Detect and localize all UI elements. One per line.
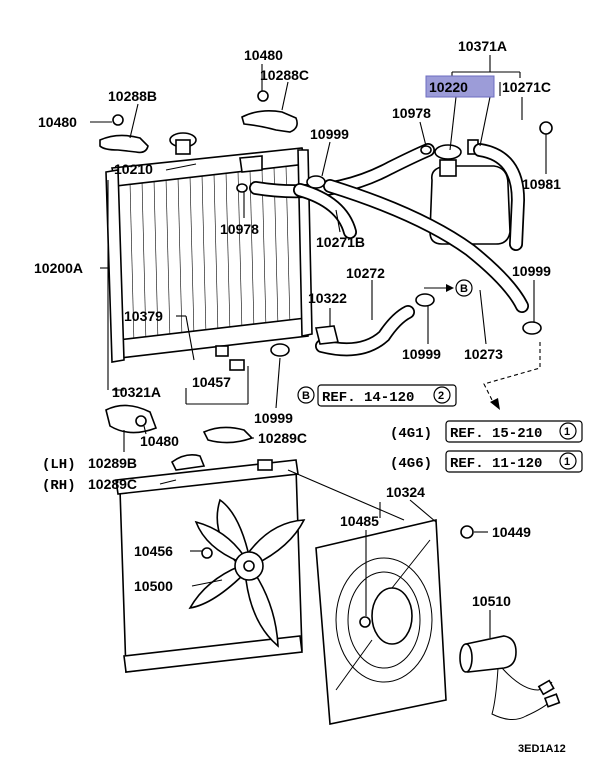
ref-marker-b: B (302, 390, 310, 402)
ref-11-120-num: 1 (564, 456, 570, 468)
ref-15-210-text: REF. 15-210 (450, 426, 542, 442)
label-10273: 10273 (464, 346, 503, 362)
ref-box-14-120[interactable]: B REF. 14-120 2 (297, 384, 457, 407)
ref-11-120-engine: (4G6) (390, 456, 432, 472)
bracket-10288b (99, 134, 149, 154)
label-10449: 10449 (492, 524, 531, 540)
bolt-10480-top (257, 90, 269, 102)
mount-10289c (202, 426, 254, 444)
label-10999-bottom: 10999 (254, 410, 293, 426)
bolt-10480-bottom (135, 415, 147, 427)
fan-motor-10510 (459, 635, 561, 720)
bolt-10449 (460, 525, 474, 539)
label-10981: 10981 (522, 176, 561, 192)
label-10379: 10379 (124, 308, 163, 324)
ref-box-15-210[interactable]: (4G1) REF. 15-210 1 (390, 420, 583, 443)
label-10210: 10210 (114, 161, 153, 177)
label-10999-mid: 10999 (402, 346, 441, 362)
label-10289b: 10289B (88, 455, 137, 471)
label-10272: 10272 (346, 265, 385, 281)
label-10500: 10500 (134, 578, 173, 594)
reserve-tank (429, 139, 511, 245)
radiator-assembly (105, 132, 313, 371)
label-10271c: 10271C (502, 79, 551, 95)
label-10289c-mid: 10289C (258, 430, 307, 446)
label-10510: 10510 (472, 593, 511, 609)
hoses (249, 143, 529, 357)
nut-10485 (359, 616, 371, 628)
label-rh: (RH) (42, 478, 76, 494)
label-10999-top: 10999 (310, 126, 349, 142)
label-10321a: 10321A (112, 384, 161, 400)
label-10999-right: 10999 (512, 263, 551, 279)
ref-15-210-engine: (4G1) (390, 426, 432, 442)
label-10288c: 10288C (260, 67, 309, 83)
nut-10456 (201, 547, 213, 559)
label-10322: 10322 (308, 290, 347, 306)
label-10480-top: 10480 (244, 47, 283, 63)
mount-10289b (105, 404, 158, 434)
label-10371a: 10371A (458, 38, 507, 54)
label-10324: 10324 (386, 484, 425, 500)
ref-11-120-text: REF. 11-120 (450, 456, 542, 472)
svg-text:B: B (460, 283, 468, 295)
ref-14-120-text: REF. 14-120 (322, 390, 414, 406)
label-10480-left: 10480 (38, 114, 77, 130)
label-10271b: 10271B (316, 234, 365, 250)
highlight-10220 (425, 75, 495, 98)
radiator-front (115, 454, 303, 673)
label-10456: 10456 (134, 543, 173, 559)
label-10480-bottom: 10480 (140, 433, 179, 449)
ref-box-11-120[interactable]: (4G6) REF. 11-120 1 (390, 450, 583, 473)
label-10978-tank: 10978 (392, 105, 431, 121)
label-10200a: 10200A (34, 260, 83, 276)
diagram-code: 3ED1A12 (518, 743, 566, 755)
label-10220: 10220 (429, 79, 468, 95)
thermo-sensor-10322 (315, 325, 339, 345)
label-10288b: 10288B (108, 88, 157, 104)
bracket-10288c (241, 110, 298, 133)
leader-lines (90, 55, 547, 638)
label-10457: 10457 (192, 374, 231, 390)
bolt-10480-left (112, 114, 124, 126)
ref-14-120-num: 2 (438, 390, 444, 402)
ref-15-210-num: 1 (564, 426, 570, 438)
label-lh: (LH) (42, 457, 76, 473)
fan-shroud-10324 (315, 519, 447, 725)
ref-marker-b-top: B (455, 279, 473, 297)
fan-10500 (188, 498, 306, 648)
label-10978-radiator: 10978 (220, 221, 259, 237)
label-10289c-low: 10289C (88, 476, 137, 492)
bolt-10981 (539, 121, 553, 135)
hose-clamps (236, 145, 542, 357)
label-10485: 10485 (340, 513, 379, 529)
